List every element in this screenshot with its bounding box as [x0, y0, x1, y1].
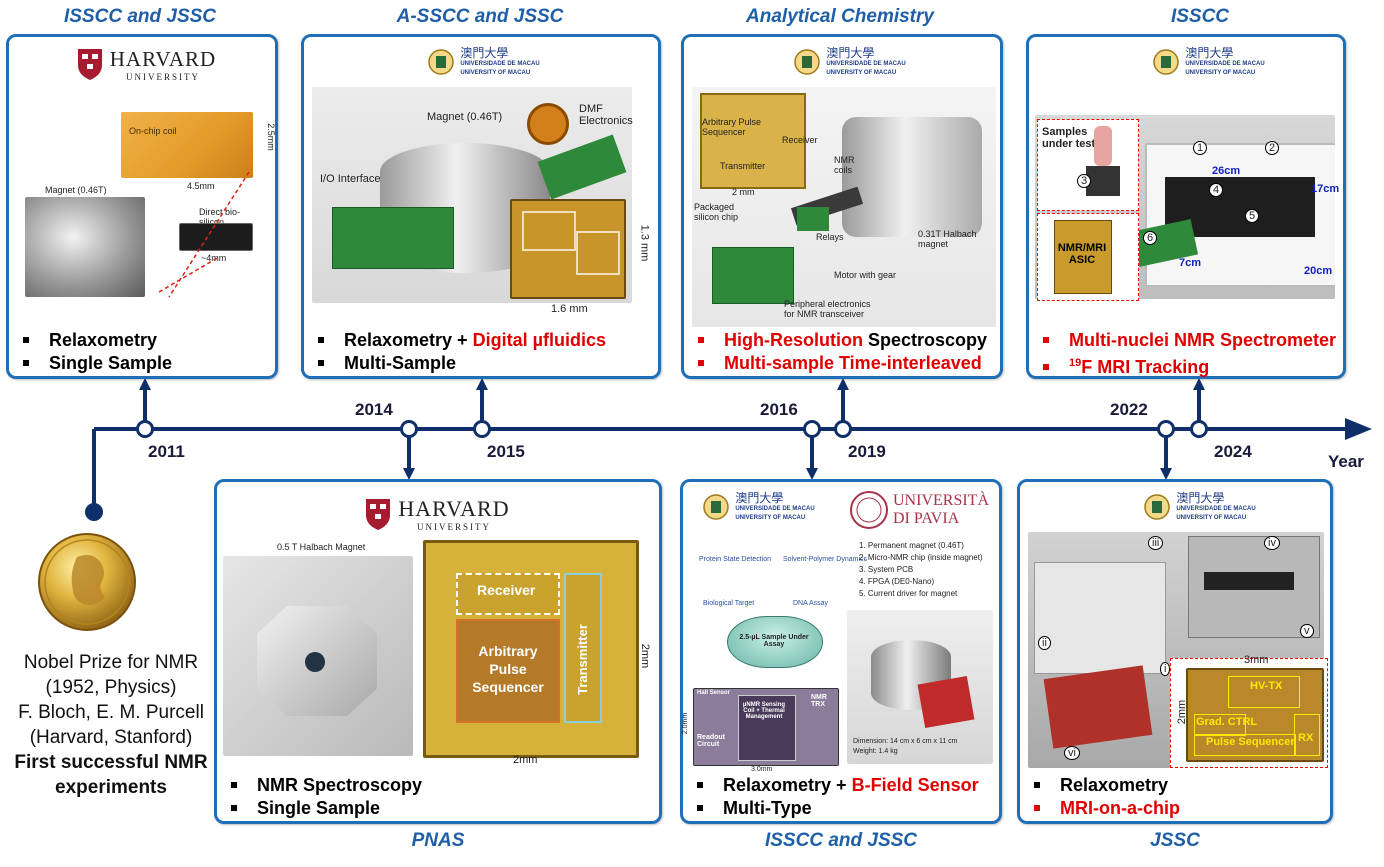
mri-chip-image: [1186, 668, 1324, 762]
umacau-crest-icon: [794, 49, 821, 75]
umacau-logo-2024: 澳門大學 UNIVERSIDADE DE MACAU UNIVERSITY OF…: [1139, 45, 1279, 79]
card-2024: 澳門大學 UNIVERSIDADE DE MACAU UNIVERSITY OF…: [1026, 34, 1346, 379]
year-2014: 2014: [355, 400, 393, 419]
bio-interface-chip-image: [179, 223, 253, 251]
timeline-node-2014: [400, 420, 418, 438]
pulse-sequencer-block: [456, 619, 560, 723]
card-2011: HARVARD UNIVERSITY On-chip coil 2.5mm 4.…: [6, 34, 278, 379]
transmitter-block: [564, 573, 602, 723]
year-2019: 2019: [848, 442, 886, 461]
umacau-crest-icon: [703, 494, 730, 520]
pavia-logo: UNIVERSITÀ DI PAVIA: [849, 486, 995, 534]
umacau-crest-icon: [1153, 49, 1180, 75]
venue-2014: PNAS: [411, 830, 465, 851]
nobel-text: Nobel Prize for NMR (1952, Physics) F. B…: [14, 652, 208, 798]
bullets-2016: Relaxometry + B-Field Sensor Multi-Type: [697, 774, 979, 820]
timeline-node-2016: [803, 420, 821, 438]
card-2022: 澳門大學 UNIVERSIDADE DE MACAU UNIVERSITY OF…: [1017, 479, 1333, 824]
year-2015: 2015: [487, 442, 525, 461]
venue-2024: ISSCC: [1170, 6, 1230, 27]
bullets-2015: Relaxometry + Digital µfluidics Multi-Sa…: [318, 329, 606, 375]
mri-setup-image: [1028, 532, 1324, 768]
year-2011: 2011: [148, 442, 185, 461]
receiver-block: [456, 573, 560, 615]
card-2019: 澳門大學 UNIVERSIDADE DE MACAU UNIVERSITY OF…: [681, 34, 1003, 379]
spectroscopy-chip-image: [423, 540, 639, 758]
timeline-node-2015: [473, 420, 491, 438]
venue-2019: Analytical Chemistry: [746, 6, 934, 27]
venue-2011: ISSCC and JSSC: [63, 6, 217, 27]
umacau-logo-2016: 澳門大學 UNIVERSIDADE DE MACAU UNIVERSITY OF…: [689, 490, 829, 524]
harvard-logo-2014: HARVARD UNIVERSITY: [347, 494, 527, 534]
portable-nmr-image: [847, 610, 993, 764]
dmf-chip-image: [510, 199, 626, 299]
asic-inset: NMR/MRI ASIC: [1037, 213, 1139, 301]
dashed-arrow: [158, 171, 250, 298]
venue-2015: A-SSCC and JSSC: [396, 6, 564, 27]
component-list: 1. Permanent magnet (0.46T) 2. Micro-NMR…: [859, 541, 983, 598]
spectroscopy-system-image: [692, 87, 996, 327]
umacau-crest-icon: [428, 49, 455, 75]
card-2015: 澳門大學 UNIVERSIDADE DE MACAU UNIVERSITY OF…: [301, 34, 661, 379]
harvard-shield-icon: [366, 499, 391, 530]
venue-2016: ISSCC and JSSC: [764, 830, 918, 851]
timeline-node-2011: [136, 420, 154, 438]
bullets-2024: Multi-nuclei NMR Spectrometer 19F MRI Tr…: [1043, 329, 1336, 379]
on-chip-coil-image: On-chip coil: [121, 112, 253, 178]
bullets-2022: Relaxometry MRI-on-a-chip: [1034, 774, 1180, 820]
b-field-chip-image: [693, 688, 839, 766]
magnet-image: [25, 197, 145, 297]
timeline-node-2022: [1157, 420, 1175, 438]
bullets-2019: High-Resolution Spectroscopy Multi-sampl…: [698, 329, 987, 375]
timeline-node-2019: [834, 420, 852, 438]
year-2022: 2022: [1110, 400, 1148, 419]
umacau-logo-2022: 澳門大學 UNIVERSIDADE DE MACAU UNIVERSITY OF…: [1130, 490, 1270, 524]
nobel-medal-image: [38, 533, 136, 631]
halbach-magnet-image: [223, 556, 413, 756]
timeline-node-2024: [1190, 420, 1208, 438]
bullets-2011: Relaxometry Single Sample: [23, 329, 172, 375]
umacau-crest-icon: [1144, 494, 1171, 520]
year-2024: 2024: [1214, 442, 1252, 461]
year-2016: 2016: [760, 400, 798, 419]
umacau-logo: 澳門大學 UNIVERSIDADE DE MACAU UNIVERSITY OF…: [414, 45, 554, 79]
samples-inset: Samples under test: [1037, 119, 1139, 211]
harvard-logo: HARVARD UNIVERSITY: [61, 43, 231, 85]
card-2014: HARVARD UNIVERSITY 0.5 T Halbach Magnet …: [214, 479, 662, 824]
axis-label: Year: [1328, 452, 1364, 471]
bullets-2014: NMR Spectroscopy Single Sample: [231, 774, 422, 820]
sample-dome: [727, 616, 823, 668]
umacau-logo-2019: 澳門大學 UNIVERSIDADE DE MACAU UNIVERSITY OF…: [780, 45, 920, 79]
card-2016: 澳門大學 UNIVERSIDADE DE MACAU UNIVERSITY OF…: [680, 479, 1002, 824]
pavia-seal-icon: [850, 491, 888, 529]
harvard-shield-icon: [77, 49, 102, 80]
venue-2022: JSSC: [1150, 830, 1200, 851]
